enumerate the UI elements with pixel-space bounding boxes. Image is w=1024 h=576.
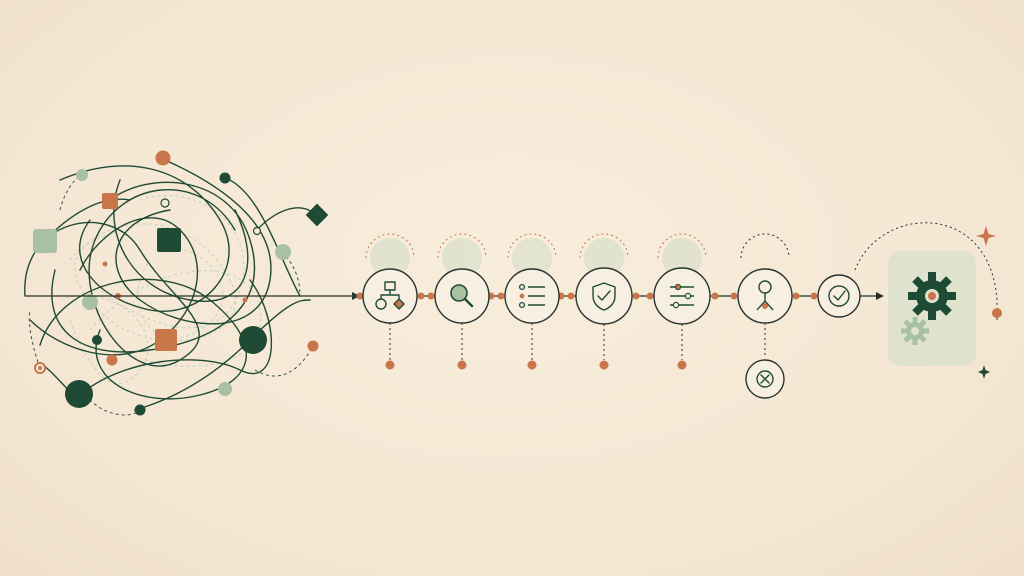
step-halo-arc bbox=[437, 233, 487, 259]
cluster-node bbox=[65, 380, 93, 408]
cluster-node bbox=[252, 226, 262, 236]
cluster-node bbox=[38, 366, 42, 370]
step-decide bbox=[737, 233, 793, 358]
cluster-node bbox=[102, 261, 108, 267]
cluster-node bbox=[33, 229, 57, 253]
chaos-cluster bbox=[24, 150, 329, 416]
connector-dot bbox=[497, 292, 505, 300]
step-protect bbox=[575, 233, 633, 370]
connector-dot bbox=[356, 292, 364, 300]
output-arc bbox=[854, 222, 998, 320]
cluster-node bbox=[160, 198, 170, 208]
step-halo-arc bbox=[740, 233, 790, 259]
cluster-node bbox=[155, 150, 171, 166]
cluster-node bbox=[307, 340, 319, 352]
connector-dot bbox=[632, 292, 640, 300]
step-halo bbox=[512, 238, 552, 278]
step-halo-arc bbox=[365, 233, 415, 259]
sparkle-icon bbox=[978, 365, 990, 379]
reject-branch bbox=[745, 359, 785, 399]
arrow-head bbox=[876, 292, 884, 300]
step-marker bbox=[677, 360, 687, 370]
step-circle bbox=[575, 267, 633, 325]
cluster-node bbox=[134, 404, 146, 416]
gears-icon bbox=[901, 272, 956, 345]
step-marker bbox=[599, 360, 609, 370]
decision-person-icon bbox=[756, 280, 774, 311]
step-marker bbox=[527, 360, 537, 370]
connector-dot bbox=[711, 292, 719, 300]
step-inspect bbox=[434, 233, 490, 370]
connector-dot bbox=[646, 292, 654, 300]
connector-dot bbox=[567, 292, 575, 300]
step-organize bbox=[504, 233, 560, 370]
check-circle-icon bbox=[828, 285, 850, 307]
cluster-node bbox=[157, 228, 181, 252]
sliders-icon bbox=[670, 283, 694, 309]
arrow-head bbox=[352, 292, 360, 300]
connector-dot bbox=[792, 292, 800, 300]
cluster-node bbox=[76, 169, 88, 181]
connector-dot bbox=[730, 292, 738, 300]
step-halo bbox=[442, 238, 482, 278]
sparkle-icon bbox=[976, 226, 996, 246]
step-halo bbox=[584, 238, 624, 278]
step-marker bbox=[385, 360, 395, 370]
step-circle bbox=[362, 268, 418, 324]
cluster-node bbox=[305, 203, 329, 227]
cluster-node bbox=[106, 354, 118, 366]
connector-dot bbox=[417, 292, 425, 300]
cluster-node bbox=[218, 382, 232, 396]
cluster-node bbox=[275, 244, 291, 260]
step-marker bbox=[457, 360, 467, 370]
connector-dot bbox=[810, 292, 818, 300]
cluster-node bbox=[239, 326, 267, 354]
step-approve bbox=[817, 274, 861, 318]
cluster-node bbox=[92, 335, 102, 345]
output-marker bbox=[992, 308, 1002, 318]
cluster-node bbox=[219, 172, 231, 184]
step-halo bbox=[370, 238, 410, 278]
flowchart-icon bbox=[375, 281, 405, 310]
step-halo-arc bbox=[579, 233, 629, 259]
output-panel bbox=[854, 222, 1002, 379]
checklist-icon bbox=[518, 283, 545, 309]
step-structure bbox=[362, 233, 418, 370]
shield-check-icon bbox=[592, 282, 616, 311]
tangled-curves bbox=[24, 159, 317, 411]
step-halo bbox=[662, 238, 702, 278]
cluster-node bbox=[82, 294, 98, 310]
step-circle bbox=[817, 274, 861, 318]
step-halo-arc bbox=[507, 233, 557, 259]
step-tune bbox=[653, 233, 711, 370]
step-halo-arc bbox=[657, 233, 707, 259]
x-circle-icon bbox=[756, 370, 774, 388]
connector-dot bbox=[427, 292, 435, 300]
cluster-node bbox=[155, 329, 177, 351]
cluster-node bbox=[242, 297, 248, 303]
magnifier-icon bbox=[450, 284, 474, 308]
cluster-node bbox=[102, 193, 118, 209]
